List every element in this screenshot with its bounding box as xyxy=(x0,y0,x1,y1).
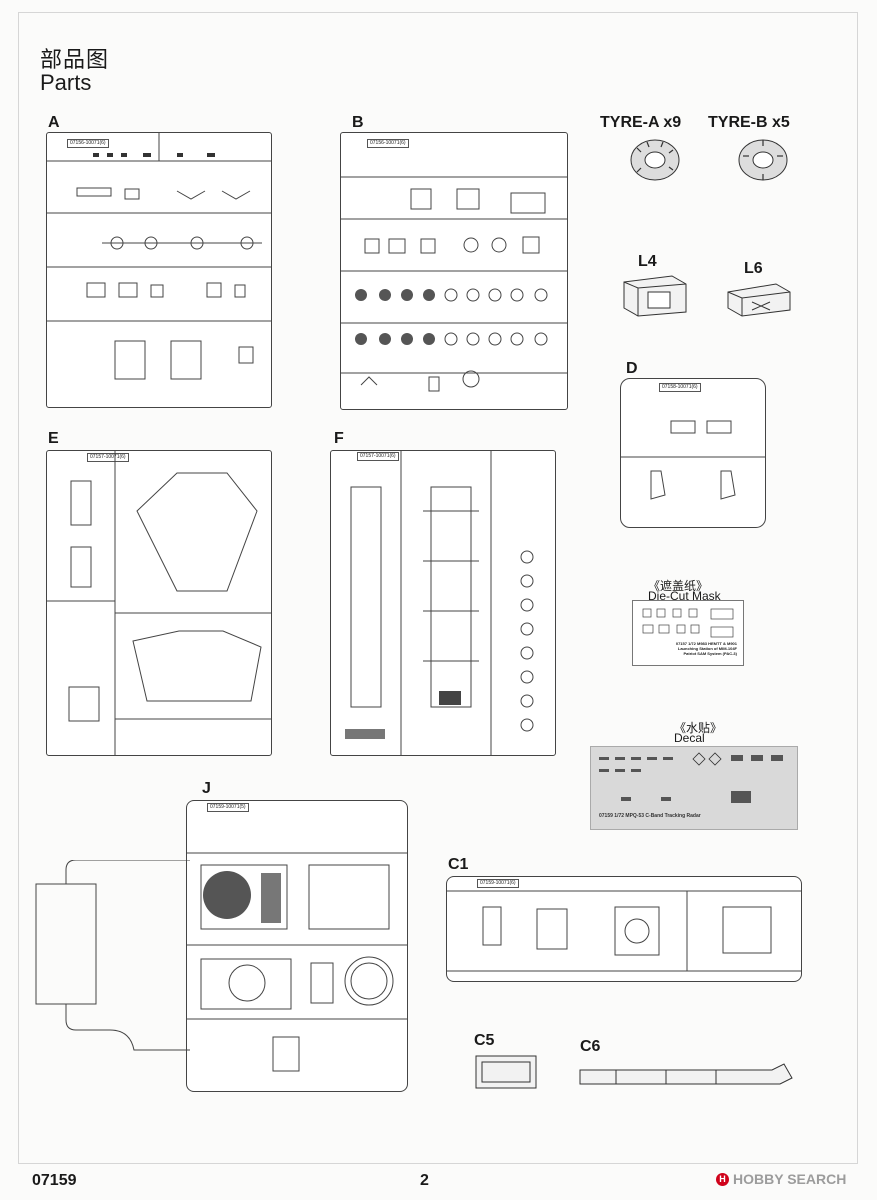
sprue-c1-drawing xyxy=(447,890,801,972)
sprue-d-code: 07158-10071(6) xyxy=(659,383,701,392)
sprue-j: 07159-10071(5) xyxy=(186,800,408,1092)
sprue-c1-letter: C1 xyxy=(448,856,469,873)
tyre-a-drawing xyxy=(630,139,680,181)
sprue-e-letter: E xyxy=(48,430,59,447)
sprue-f: 07157-10071(6) xyxy=(330,450,556,756)
sprue-j-frame-drawing xyxy=(35,860,190,1051)
page-title-en: Parts xyxy=(40,70,92,95)
mask-title-cn: 《遮盖纸》 xyxy=(648,579,709,593)
sprue-f-drawing xyxy=(345,451,534,755)
tyre-b-drawing xyxy=(738,139,788,181)
watermark: H HOBBY SEARCH xyxy=(716,1171,846,1187)
decal-sheet: 07159 1/72 MPQ-53 C-Band Tracking Radar xyxy=(590,746,798,830)
sprue-b-drawing xyxy=(341,176,567,392)
decal-caption: 07159 1/72 MPQ-53 C-Band Tracking Radar xyxy=(599,813,701,819)
c6-drawing xyxy=(579,1063,793,1085)
sprue-e: 07157-10071(6) xyxy=(46,450,272,756)
sprue-c1: 07159-10071(6) xyxy=(446,876,802,982)
page-number: 2 xyxy=(420,1172,429,1189)
l4-drawing xyxy=(623,275,687,317)
sprue-b: 07156-10071(6) xyxy=(340,132,568,410)
sprue-a-code: 07156-10071(6) xyxy=(67,139,109,148)
sprue-b-code: 07156-10071(6) xyxy=(367,139,409,148)
footer-product-code: 07159 xyxy=(32,1172,77,1189)
sprue-d-drawing xyxy=(621,420,765,500)
tyre-b-label: TYRE-B x5 xyxy=(708,114,790,131)
watermark-logo-icon: H xyxy=(716,1172,729,1186)
l6-drawing xyxy=(727,283,791,317)
tyre-a-label: TYRE-A x9 xyxy=(600,114,682,131)
decal-shapes xyxy=(599,752,783,803)
sprue-j-letter: J xyxy=(202,780,211,797)
sprue-c1-code: 07159-10071(6) xyxy=(477,879,519,888)
page-title-cn: 部品图 xyxy=(40,47,110,72)
l6-label: L6 xyxy=(744,260,763,277)
c5-drawing xyxy=(475,1055,537,1089)
c6-letter: C6 xyxy=(580,1038,601,1055)
sprue-e-drawing xyxy=(47,451,271,755)
mask-title-en: Die-Cut Mask xyxy=(648,589,721,603)
decal-title-cn: 《水贴》 xyxy=(674,721,723,735)
c5-letter: C5 xyxy=(474,1032,495,1049)
sprue-e-code: 07157-10071(6) xyxy=(87,453,129,462)
sprue-j-code: 07159-10071(5) xyxy=(207,803,249,812)
sprue-d-letter: D xyxy=(626,360,638,377)
sprue-j-drawing xyxy=(187,852,407,1072)
sprue-f-letter: F xyxy=(334,430,344,447)
sprue-f-code: 07157-10071(6) xyxy=(357,452,399,461)
sprue-d: 07158-10071(6) xyxy=(620,378,766,528)
mask-shapes xyxy=(642,608,734,638)
sprue-b-letter: B xyxy=(352,114,364,131)
die-cut-mask: 07157 1/72 M983 HEMTT & M901 Launching S… xyxy=(632,600,744,666)
watermark-text: HOBBY SEARCH xyxy=(733,1171,847,1187)
sprue-a-drawing xyxy=(47,133,271,380)
sprue-a: 07156-10071(6) xyxy=(46,132,272,408)
mask-text: 07157 1/72 M983 HEMTT & M901 Launching S… xyxy=(675,641,737,656)
sprue-a-letter: A xyxy=(48,114,60,131)
decal-title-en: Decal xyxy=(674,731,705,745)
l4-label: L4 xyxy=(638,253,657,270)
